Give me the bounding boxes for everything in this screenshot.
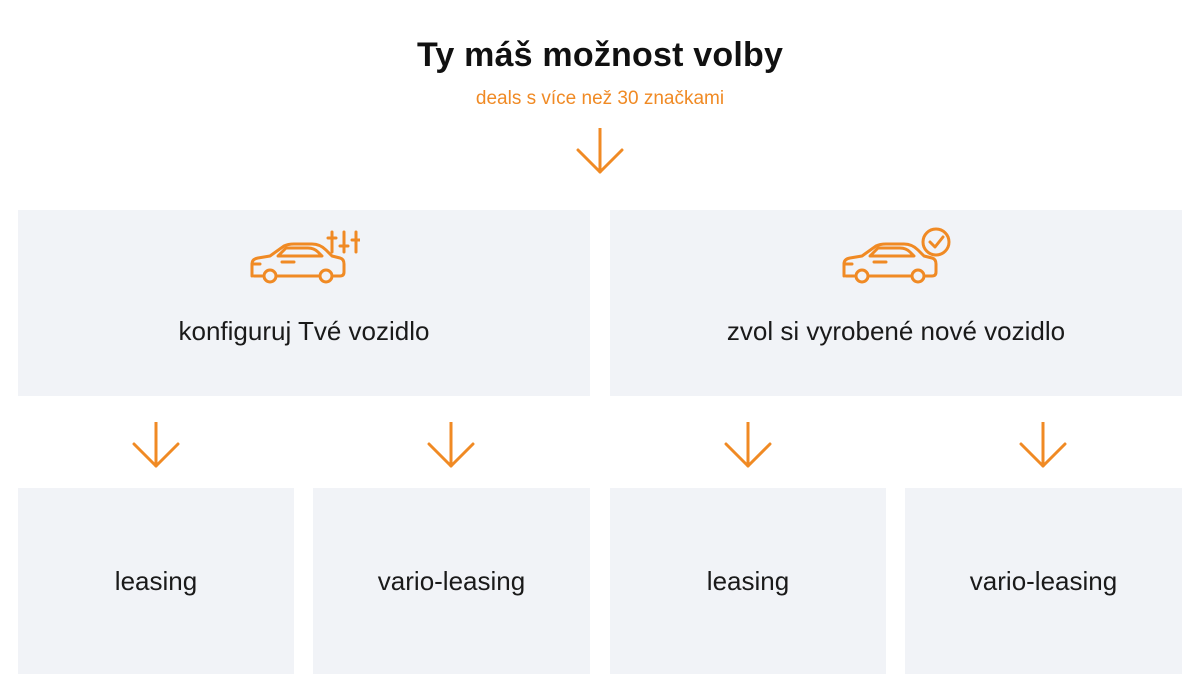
option-instock-card[interactable]: zvol si vyrobené nové vozidlo bbox=[610, 210, 1182, 396]
vario-leasing-label: vario-leasing bbox=[377, 566, 526, 596]
arrow-down-icon bbox=[427, 422, 475, 468]
option-instock-label: zvol si vyrobené nové vozidlo bbox=[726, 316, 1066, 346]
arrow-down-icon bbox=[724, 422, 772, 468]
arrow-down-icon bbox=[576, 128, 624, 174]
vario-leasing-label: vario-leasing bbox=[969, 566, 1118, 596]
vario-leasing-card[interactable]: vario-leasing bbox=[905, 488, 1182, 674]
leasing-label: leasing bbox=[114, 566, 198, 596]
option-configure-card[interactable]: konfiguruj Tvé vozidlo bbox=[18, 210, 590, 396]
page-subtitle: deals s více než 30 značkami bbox=[475, 88, 725, 109]
page-title: Ty máš možnost volby bbox=[416, 36, 784, 74]
leasing-card[interactable]: leasing bbox=[610, 488, 886, 674]
car-check-icon bbox=[842, 227, 951, 284]
arrow-down-icon bbox=[132, 422, 180, 468]
option-configure-label: konfiguruj Tvé vozidlo bbox=[178, 316, 430, 346]
car-configure-icon bbox=[250, 230, 360, 284]
leasing-label: leasing bbox=[706, 566, 790, 596]
vario-leasing-card[interactable]: vario-leasing bbox=[313, 488, 590, 674]
arrow-down-icon bbox=[1019, 422, 1067, 468]
leasing-card[interactable]: leasing bbox=[18, 488, 294, 674]
